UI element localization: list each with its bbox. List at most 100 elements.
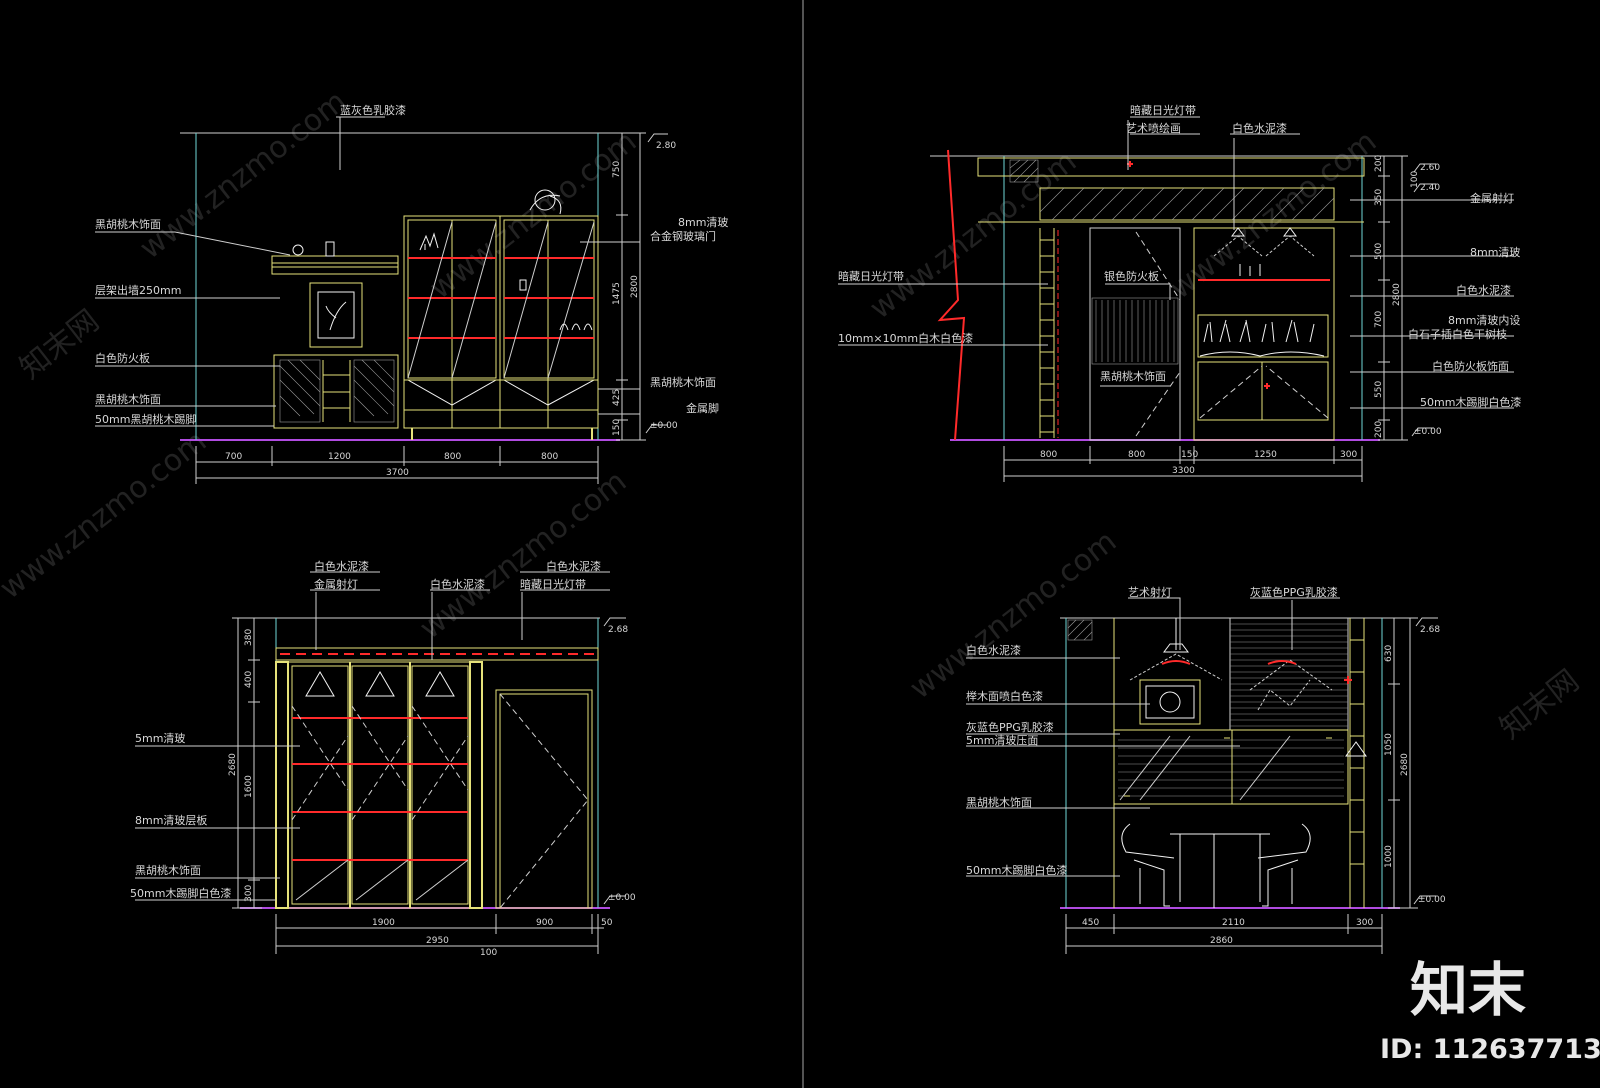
level-top: 2.68 [1420,625,1440,635]
label: 白色防火板 [95,351,150,365]
label: 艺术射灯 [1128,585,1172,599]
label: 暗藏日光灯带 [520,577,586,591]
dim: 3700 [386,468,409,478]
dim: 800 [541,452,558,462]
dim: 1250 [1254,450,1277,460]
watermark-text: www.znzmo.com [413,464,633,646]
watermark-text: www.znzmo.com [133,84,353,266]
level-floor: ±0.00 [608,893,636,903]
dim: 300 [1340,450,1357,460]
label: 黑胡桃木饰面 [966,795,1032,809]
brand-watermark: 知末 ID: 1126377138 [1380,956,1600,1065]
label: 黑胡桃木饰面 [95,392,161,406]
label: 黑胡桃木饰面 [1100,369,1166,383]
dim: 100 [480,948,497,958]
elevation-top-right: 暗藏日光灯带 艺术喷绘画 白色水泥漆 金属射灯 暗藏日光灯带 银色防火板 10m… [838,103,1521,482]
level: 2.40 [1420,183,1440,193]
elevation-bottom-right: 艺术射灯 灰蓝色PPG乳胶漆 白色水泥漆 榉木面喷白色漆 灰蓝色PPG乳胶漆 5… [966,585,1446,954]
label: 灰蓝色PPG乳胶漆 [966,720,1054,734]
watermark-cn: 知末网 [1493,663,1585,746]
label: 白石子插白色干树枝 [1408,327,1507,341]
elevation-bottom-left: 白色水泥漆 金属射灯 白色水泥漆 白色水泥漆 暗藏日光灯带 5mm清玻 8mm清… [130,559,636,958]
dim: 2950 [426,936,449,946]
dim: 400 [244,671,254,688]
level: 2.60 [1420,163,1440,173]
label: 合金钢玻璃门 [650,229,716,243]
dim: 200 [1374,155,1384,172]
label: 白色水泥漆 [546,559,601,573]
watermark-text: www.znzmo.com [0,424,213,606]
label: 5mm清玻压面 [966,734,1038,747]
level-floor: ±0.00 [650,421,678,431]
label: 黑胡桃木饰面 [95,217,161,231]
label: 10mm×10mm白木白色漆 [838,331,973,345]
dim: 1900 [372,918,395,928]
label: 蓝灰色乳胶漆 [340,103,406,117]
label: 灰蓝色PPG乳胶漆 [1250,585,1338,599]
dim: 380 [244,629,254,646]
label: 5mm清玻 [135,732,185,745]
label: 银色防火板 [1104,269,1159,283]
watermark-text: www.znzmo.com [1163,124,1383,306]
dim: 1050 [1384,733,1394,756]
label: 8mm清玻 [678,216,728,229]
level-floor: ±0.00 [1418,895,1446,905]
label: 黑胡桃木饰面 [135,863,201,877]
dim: 50 [601,918,613,928]
dim: 100 [1410,171,1420,188]
label: 白色水泥漆 [1232,121,1287,135]
label: 黑胡桃木饰面 [650,375,716,389]
brand-id: ID: 1126377138 [1380,1034,1600,1065]
dim: 1200 [328,452,351,462]
watermark-text: www.znzmo.com [423,124,643,306]
elevation-top-left: 蓝灰色乳胶漆 黑胡桃木饰面 层架出墙250mm 白色防火板 黑胡桃木饰面 50m… [95,103,728,484]
brand-logo: 知末 [1410,956,1526,1024]
dim: 900 [536,918,553,928]
level: ±0.00 [1414,427,1442,437]
label: 50mm黑胡桃木踢脚 [95,412,196,426]
dim: 2110 [1222,918,1245,928]
dim: 800 [444,452,461,462]
label: 榉木面喷白色漆 [966,689,1043,703]
label: 金属射灯 [314,577,358,591]
label: 暗藏日光灯带 [1130,103,1196,117]
dim: 425 [612,389,622,406]
dim: 150 [1181,450,1198,460]
dim: 2860 [1210,936,1233,946]
label: 8mm清玻层板 [135,813,207,827]
dim: 2680 [228,753,238,776]
watermark-text: www.znzmo.com [903,524,1123,706]
label: 金属脚 [686,401,719,415]
level-top: 2.68 [608,625,628,635]
dim: 1000 [1384,845,1394,868]
dim: 550 [1374,381,1384,398]
dim: 800 [1128,450,1145,460]
label: 白色水泥漆 [430,577,485,591]
label: 50mm木踢脚白色漆 [966,863,1067,877]
dim: 700 [1374,311,1384,328]
label: 白色水泥漆 [966,643,1021,657]
level-top: 2.80 [656,141,676,151]
dim: 1600 [244,775,254,798]
dim: 200 [1374,421,1384,438]
dim: 700 [225,452,242,462]
label: 白色水泥漆 [314,559,369,573]
dim: 2800 [630,275,640,298]
label: 50mm木踢脚白色漆 [1420,395,1521,409]
label: 艺术喷绘画 [1126,121,1181,135]
dim: 1475 [612,282,622,305]
label: 8mm清玻内设 [1448,313,1520,327]
label: 层架出墙250mm [95,283,181,297]
dim: 450 [1082,918,1099,928]
label: 50mm木踢脚白色漆 [130,886,231,900]
label: 暗藏日光灯带 [838,269,904,283]
dim: 2680 [1400,753,1410,776]
dim: 150 [612,419,622,436]
label: 金属射灯 [1470,191,1514,205]
watermark-text: www.znzmo.com [863,144,1083,326]
dim: 750 [612,161,622,178]
dim: 300 [1356,918,1373,928]
label: 白色水泥漆 [1456,283,1511,297]
dim: 350 [1374,189,1384,206]
